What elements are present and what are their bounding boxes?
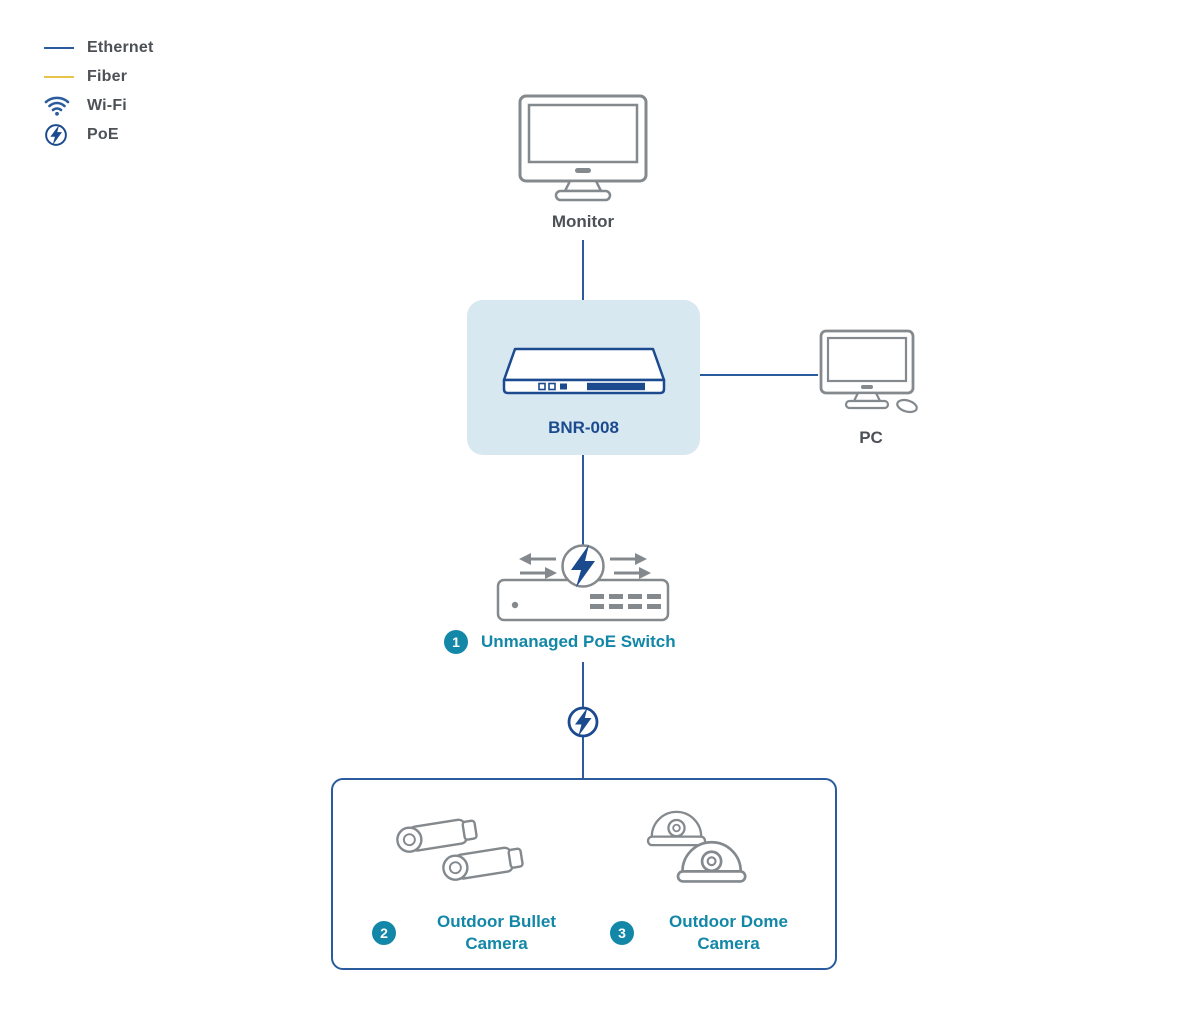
poe-switch-icon (490, 542, 676, 624)
step-badge-2: 2 (372, 921, 396, 945)
bullet-camera-caption: 2 Outdoor Bullet Camera (372, 911, 584, 955)
legend-item-poe: PoE (44, 120, 154, 149)
camera-group-box (331, 778, 837, 970)
pc-label: PC (859, 428, 883, 447)
pc-node: PC (818, 328, 924, 448)
bullet-camera-icon (390, 816, 532, 888)
poe-switch-label: Unmanaged PoE Switch (481, 632, 676, 651)
nvr-icon (499, 346, 669, 396)
ethernet-line-monitor-nvr (582, 240, 584, 300)
ethernet-line-swatch (44, 46, 76, 49)
step-badge-3: 3 (610, 921, 634, 945)
fiber-line-swatch (44, 75, 76, 78)
legend-item-fiber: Fiber (44, 62, 154, 91)
legend-label-fiber: Fiber (87, 67, 128, 85)
legend-label-poe: PoE (87, 125, 119, 143)
bullet-camera-label-line1: Outdoor Bullet (437, 912, 556, 931)
dome-camera-icon (638, 806, 758, 901)
nvr-label: BNR-008 (548, 418, 619, 437)
legend-label-wifi: Wi-Fi (87, 96, 127, 114)
monitor-icon (516, 92, 650, 206)
dome-camera-caption: 3 Outdoor Dome Camera (610, 911, 810, 955)
dome-camera-label-line1: Outdoor Dome (669, 912, 788, 931)
step-badge-1: 1 (444, 630, 468, 654)
monitor-label: Monitor (551, 212, 615, 231)
dome-camera-label-line2: Camera (697, 934, 760, 953)
legend: Ethernet Fiber Wi-Fi (44, 33, 154, 149)
bullet-camera-label-line2: Camera (465, 934, 528, 953)
ethernet-line-nvr-pc (700, 374, 818, 376)
nvr-panel: BNR-008 (467, 300, 700, 455)
ethernet-line-nvr-switch (582, 455, 584, 545)
legend-item-ethernet: Ethernet (44, 33, 154, 62)
legend-item-wifi: Wi-Fi (44, 91, 154, 120)
legend-label-ethernet: Ethernet (87, 38, 154, 56)
poe-switch-caption: 1 Unmanaged PoE Switch (444, 630, 676, 654)
wifi-icon (44, 95, 76, 117)
poe-connector-icon (566, 705, 600, 739)
monitor-node: Monitor (516, 92, 650, 232)
poe-icon (44, 123, 76, 147)
pc-icon (818, 328, 924, 422)
